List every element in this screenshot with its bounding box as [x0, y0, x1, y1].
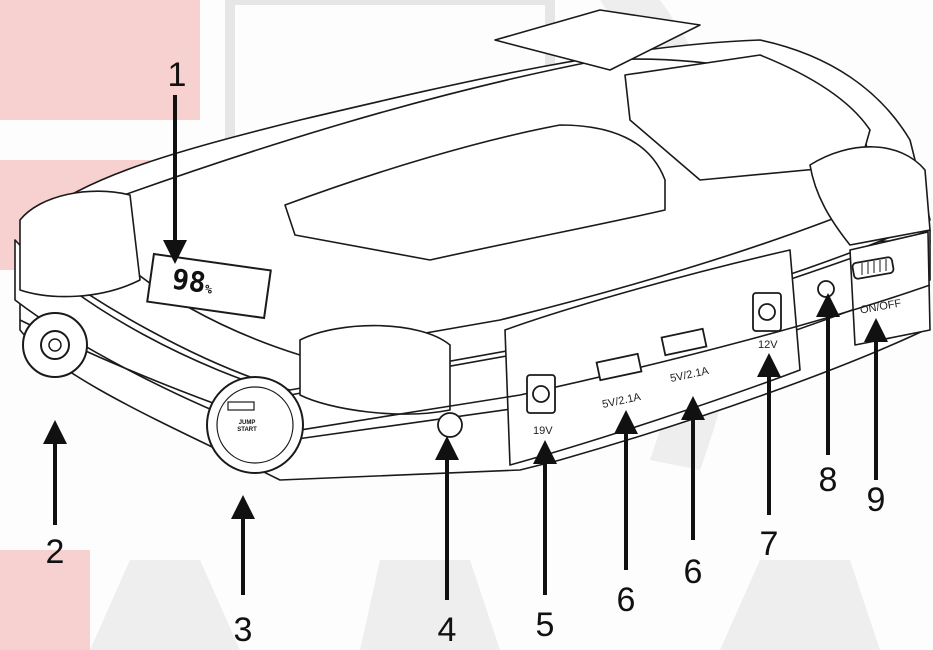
usb-port-1	[595, 352, 643, 382]
left-round-port	[22, 312, 88, 378]
jump-start-button	[206, 376, 304, 474]
port-12v	[752, 292, 782, 332]
top-panel-pad	[284, 124, 666, 261]
port-panel	[504, 249, 801, 466]
callout-5: 5	[535, 606, 555, 644]
callout-3: 3	[233, 611, 253, 649]
jump-start-label: JUMP START	[232, 420, 262, 433]
callout-arrows	[43, 95, 888, 600]
label-19v: 19V	[533, 425, 553, 437]
lcd-reading: 98%	[169, 262, 214, 300]
callout-6a: 6	[616, 581, 636, 619]
callout-7: 7	[759, 525, 779, 563]
callout-1: 1	[167, 56, 187, 94]
usb-port-2	[660, 327, 708, 357]
top-center-block	[494, 9, 701, 71]
led-indicator	[817, 280, 835, 298]
flashlight-lens	[437, 412, 463, 438]
lcd-display	[146, 252, 272, 320]
label-12v: 12V	[758, 339, 778, 351]
jump-start-line2: START	[237, 426, 257, 433]
callout-9: 9	[866, 481, 886, 519]
watermark-red-bar	[0, 550, 90, 650]
callout-4: 4	[437, 611, 457, 649]
lcd-value: 98	[169, 262, 208, 300]
jump-start-line1: JUMP	[238, 420, 256, 426]
watermark-letters	[90, 560, 880, 650]
left-bumper	[19, 190, 141, 298]
port-19v	[526, 374, 556, 414]
right-bumper	[809, 146, 931, 246]
onoff-switch	[851, 256, 895, 280]
front-bumper	[299, 324, 451, 415]
ports	[526, 256, 895, 414]
callout-6b: 6	[683, 553, 703, 591]
callout-8: 8	[818, 461, 838, 499]
callout-2: 2	[45, 533, 65, 571]
watermark-red-block-top	[0, 0, 200, 120]
